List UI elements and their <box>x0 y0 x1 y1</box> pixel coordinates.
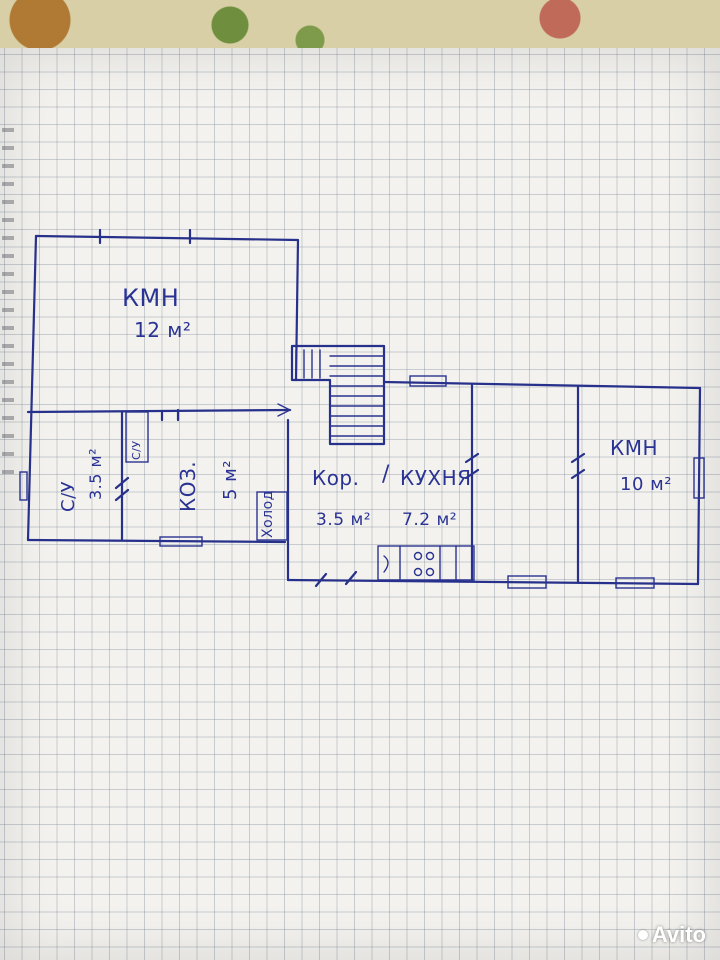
watermark-text: Avito <box>651 922 706 947</box>
room-name-living-left: КМН <box>122 284 180 312</box>
room-area-corridor: 3.5 м² <box>316 510 372 530</box>
wall-left-bottom <box>26 538 287 544</box>
wall-left-outer <box>26 234 38 542</box>
kitchen-counter <box>377 545 475 581</box>
wall-right-top <box>382 380 702 390</box>
room-name-kitchen: КУХНЯ <box>400 466 472 490</box>
wall-tick <box>160 408 180 422</box>
stove-burner <box>425 551 435 561</box>
wall-tick <box>464 452 480 480</box>
room-area-living-right: 10 м² <box>620 474 672 495</box>
shower-box <box>125 411 149 463</box>
stove-burner <box>413 551 423 561</box>
room-name-bathroom: С/У <box>58 480 79 512</box>
wall-tick <box>98 228 192 245</box>
wall-left-block <box>34 234 300 382</box>
window-right <box>693 457 705 499</box>
label-divider-slash: / <box>382 462 390 487</box>
room-name-corridor: Кор. <box>312 466 360 490</box>
notebook-binding <box>2 128 14 488</box>
staircase <box>290 344 386 446</box>
kitchen-counter-dividers <box>399 545 457 581</box>
stair-turn <box>295 349 321 379</box>
wall-tick <box>314 570 358 588</box>
window-bottom-kitchen <box>507 575 547 589</box>
wall-right-outer <box>696 386 702 586</box>
sink-curve <box>383 555 389 573</box>
room-name-living-right: КМН <box>610 436 658 460</box>
fixture-fridge-label: Холод <box>260 490 276 538</box>
fridge-box <box>256 491 288 541</box>
room-area-kitchen: 7.2 м² <box>402 510 458 530</box>
wall-horizontal-divider <box>26 408 292 414</box>
wall-bottom <box>286 578 700 586</box>
stair-steps <box>329 355 385 437</box>
graph-paper-sheet <box>0 48 720 960</box>
room-name-pantry: КОЗ. <box>176 460 200 512</box>
fixture-shower-label: С/У <box>130 440 143 460</box>
avito-watermark: Avito <box>637 922 706 948</box>
window-bottom-room <box>615 577 655 589</box>
window-top-kitchen <box>409 375 447 387</box>
stove-burner <box>413 567 423 577</box>
room-area-living-left: 12 м² <box>134 318 192 342</box>
watermark-logo-icon <box>637 930 648 940</box>
window-bottom-left <box>159 536 203 547</box>
stove-burner <box>425 567 435 577</box>
wall-tick <box>570 452 586 480</box>
wall-arrow-tip <box>277 403 292 417</box>
wall-tick <box>114 476 130 502</box>
room-area-bathroom: 3.5 м² <box>86 447 105 500</box>
window-left <box>19 471 28 501</box>
room-area-pantry: 5 м² <box>220 460 241 500</box>
